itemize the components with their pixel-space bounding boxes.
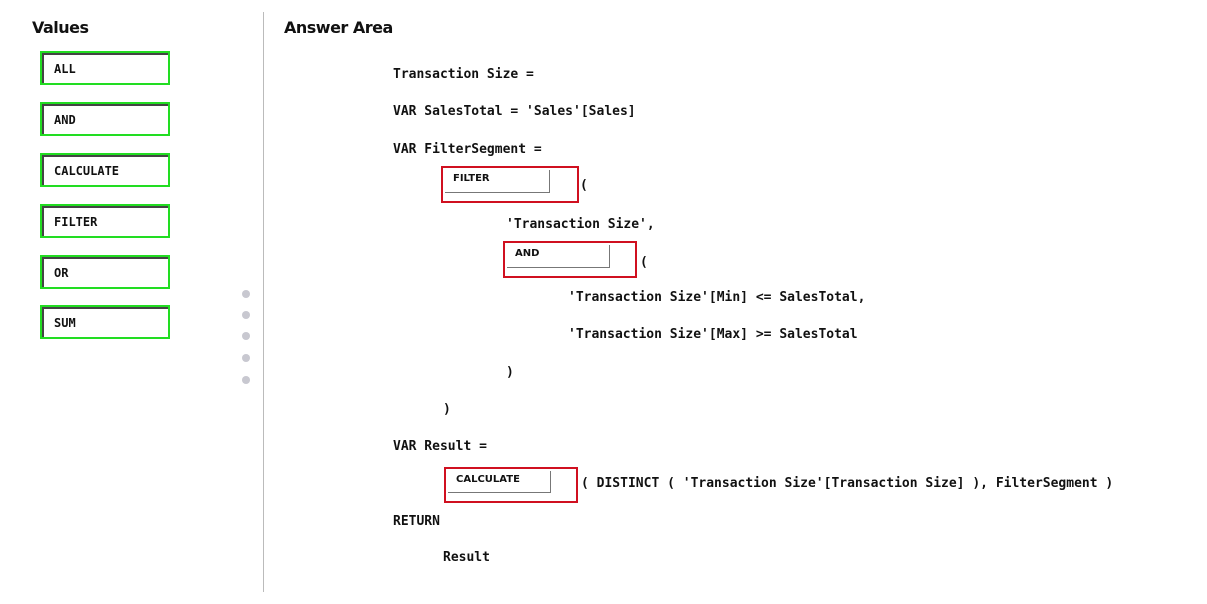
- panel-divider: [263, 12, 264, 592]
- code-line: Transaction Size =: [393, 67, 534, 82]
- value-filter[interactable]: FILTER: [40, 204, 170, 238]
- slot-value: CALCULATE: [456, 474, 520, 485]
- code-line: ): [443, 402, 451, 417]
- code-line: VAR Result =: [393, 439, 487, 454]
- code-line: VAR SalesTotal = 'Sales'[Sales]: [393, 104, 636, 119]
- answer-slot-2[interactable]: AND: [503, 241, 637, 278]
- code-line: (: [580, 178, 588, 193]
- value-calculate[interactable]: CALCULATE: [40, 153, 170, 187]
- drag-handle-dot[interactable]: [242, 311, 250, 319]
- values-heading: Values: [32, 18, 89, 37]
- value-and[interactable]: AND: [40, 102, 170, 136]
- value-all[interactable]: ALL: [40, 51, 170, 85]
- value-label: ALL: [54, 62, 76, 76]
- code-line: ): [506, 365, 514, 380]
- drag-handle-dot[interactable]: [242, 290, 250, 298]
- value-label: AND: [54, 113, 76, 127]
- value-label: OR: [54, 266, 69, 280]
- answer-slot-1[interactable]: FILTER: [441, 166, 579, 203]
- slot-value: FILTER: [453, 173, 490, 184]
- value-label: CALCULATE: [54, 164, 120, 178]
- value-sum[interactable]: SUM: [40, 305, 170, 339]
- value-label: FILTER: [54, 215, 98, 229]
- drag-handle-dot[interactable]: [242, 332, 250, 340]
- drag-handle-dot[interactable]: [242, 376, 250, 384]
- code-line: 'Transaction Size',: [506, 217, 655, 232]
- code-line: RETURN: [393, 514, 440, 529]
- code-line: 'Transaction Size'[Max] >= SalesTotal: [568, 327, 858, 342]
- value-label: SUM: [54, 316, 76, 330]
- answer-slot-3[interactable]: CALCULATE: [444, 467, 578, 503]
- code-line: VAR FilterSegment =: [393, 142, 542, 157]
- drag-handle-dot[interactable]: [242, 354, 250, 362]
- code-line: 'Transaction Size'[Min] <= SalesTotal,: [568, 290, 866, 305]
- code-line: (: [640, 255, 648, 270]
- slot-value: AND: [515, 248, 540, 259]
- value-or[interactable]: OR: [40, 255, 170, 289]
- answer-area-heading: Answer Area: [284, 18, 393, 37]
- code-line: ( DISTINCT ( 'Transaction Size'[Transact…: [581, 476, 1114, 491]
- code-line: Result: [443, 550, 490, 565]
